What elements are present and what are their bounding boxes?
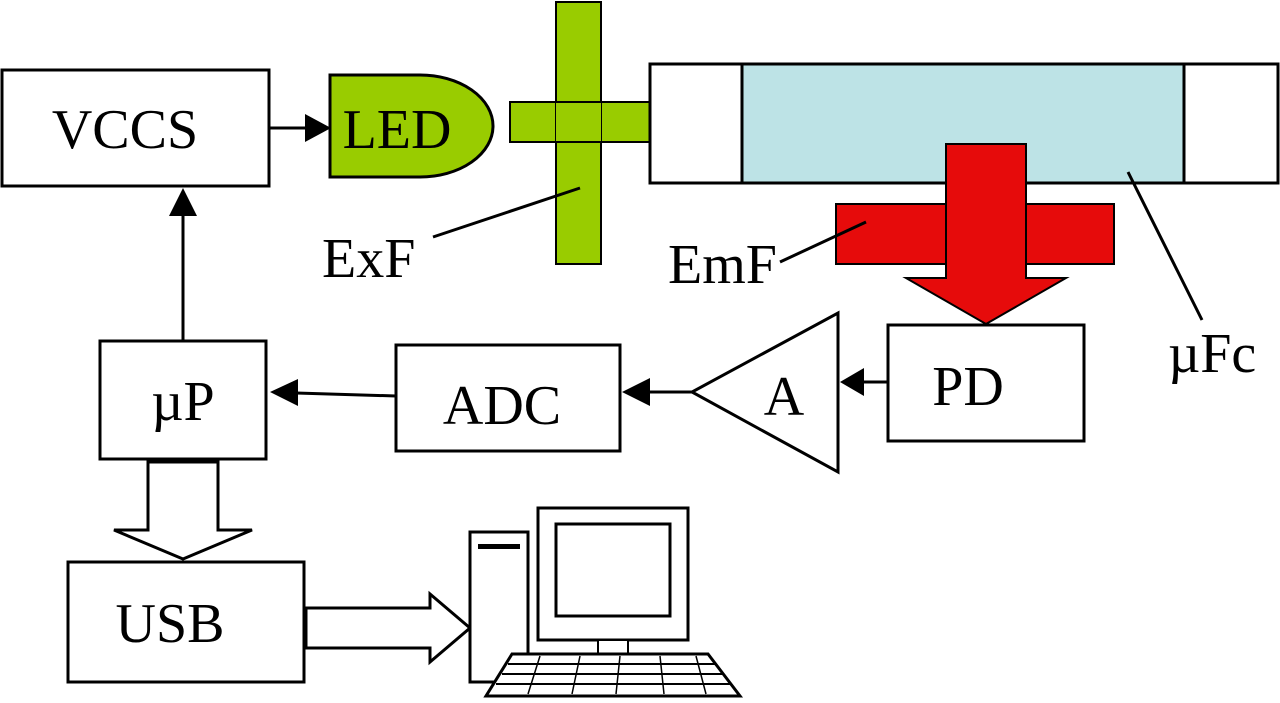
usb-label: USB [116,593,225,655]
up-block: µP [98,339,268,461]
emf-leader-line [779,220,867,264]
ufc-leader-line [1126,171,1204,321]
up-to-vccs-arrow [169,188,197,341]
amp-label: A [764,366,805,428]
led-label: LED [343,99,452,161]
emission-light-arrow [902,143,1070,326]
exf-label: ExF [322,228,415,290]
adc-label: ADC [443,375,561,437]
ufc-label: µFc [1168,323,1256,385]
adc-to-up-arrow [270,379,397,406]
pd-to-amp-arrow [840,368,888,396]
up-to-usb-arrow [113,460,253,561]
adc-block: ADC [394,343,622,453]
amplifier-block: A [688,310,840,475]
led-block: LED [328,73,495,179]
pd-block: PD [886,323,1086,443]
up-label: µP [151,371,214,433]
exf-leader-line [432,186,581,239]
usb-to-computer-arrow [304,590,473,666]
pd-label: PD [932,356,1004,418]
emf-label: EmF [668,234,777,296]
desktop-computer-icon [468,506,744,698]
amp-to-adc-arrow [622,378,692,406]
excitation-filter [555,1,602,265]
vccs-to-led-arrow [269,114,331,142]
vccs-label: VCCS [52,99,198,161]
usb-block: USB [66,560,306,684]
vccs-block: VCCS [0,68,271,188]
